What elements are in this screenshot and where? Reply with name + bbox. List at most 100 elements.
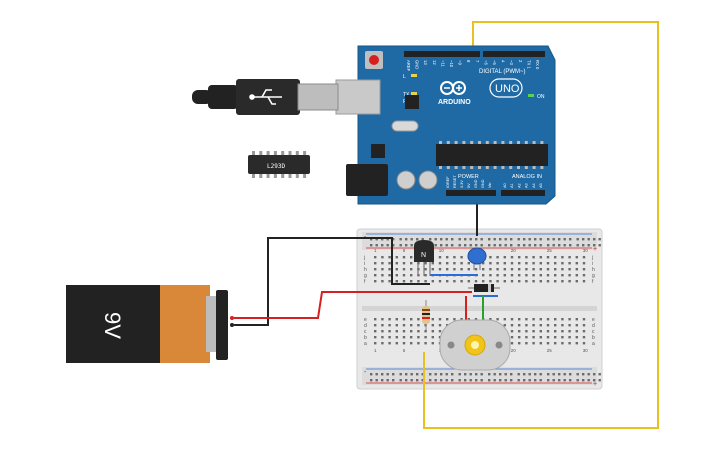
column-label: 25: [547, 348, 553, 353]
column-label: 1: [374, 348, 377, 353]
row-label-right: c: [592, 329, 595, 335]
digital-pin-label: 4: [501, 60, 506, 63]
arduino-logo-icon: [440, 81, 466, 95]
row-label-right: d: [592, 323, 595, 329]
analog-pin-label: A4: [532, 183, 536, 188]
row-label-right: b: [592, 335, 595, 341]
digital-pin-label: ~9: [458, 60, 463, 65]
ceramic-capacitor[interactable]: [467, 247, 487, 270]
svg-text:+: +: [593, 381, 597, 388]
usb-icon: [249, 89, 282, 105]
power-pin-label: GND: [481, 179, 485, 188]
row-label-left: h: [364, 267, 367, 273]
power-pin-label: RESET: [453, 175, 457, 188]
atmega-chip: [436, 144, 548, 166]
row-label-right: g: [592, 273, 595, 279]
row-label-right: h: [592, 267, 595, 273]
digital-pin-label: ~3: [509, 60, 514, 65]
column-label: 30: [583, 348, 589, 353]
capacitor-2: [418, 170, 438, 190]
row-label-left: a: [364, 341, 367, 347]
row-label-left: b: [364, 335, 367, 341]
column-label: 20: [511, 348, 517, 353]
svg-text:-: -: [364, 369, 367, 376]
column-label: 5: [403, 248, 406, 253]
dc-motor[interactable]: [439, 319, 511, 371]
digital-pin-label: ~10: [449, 60, 454, 68]
row-label-left: f: [364, 279, 366, 285]
row-label-left: e: [364, 317, 367, 323]
digital-pin-label: AREF: [406, 60, 411, 72]
digital-pin-label: 2: [518, 60, 523, 63]
l293d-chip[interactable]: L293D: [248, 151, 310, 178]
capacitor-1: [396, 170, 416, 190]
usb-chip: [405, 95, 419, 109]
wire-black-battery[interactable]: [234, 237, 430, 326]
row-label-right: j: [591, 255, 593, 261]
analog-pin-label: A3: [525, 183, 529, 188]
row-label-right: f: [592, 279, 594, 285]
analog-pin-label: A0: [503, 183, 507, 188]
digital-pin-label: ~5: [492, 60, 497, 65]
analog-pin-label: A1: [510, 183, 514, 188]
column-label: 10: [439, 248, 445, 253]
digital-label: DIGITAL (PWM~): [479, 69, 526, 75]
on-label: ON: [537, 94, 545, 100]
row-label-left: i: [364, 261, 365, 267]
digital-pin-label: ~11: [440, 60, 445, 67]
usb-port[interactable]: [335, 79, 381, 115]
battery-label: 9V: [100, 312, 125, 339]
column-label: 25: [547, 248, 553, 253]
led-tx: [411, 92, 417, 95]
power-pin-label: Vin: [488, 183, 492, 188]
digital-pin-label: 7: [475, 60, 480, 63]
digital-pin-label: TX 1: [526, 60, 531, 70]
battery-positive-terminal[interactable]: [230, 316, 234, 320]
row-label-right: i: [592, 261, 593, 267]
row-label-right: a: [592, 341, 595, 347]
ic-label: L293D: [267, 163, 285, 170]
row-label-left: d: [364, 323, 367, 329]
column-label: 5: [403, 348, 406, 353]
column-label: 1: [374, 248, 377, 253]
row-label-left: g: [364, 273, 367, 279]
power-pin-label: GND: [474, 179, 478, 188]
crystal-oscillator: [391, 120, 419, 132]
digital-pin-label: 13: [423, 60, 428, 65]
analog-label: ANALOG IN: [512, 174, 542, 180]
arduino-logo-text: ARDUINO: [438, 99, 471, 106]
digital-pin-label: GND: [415, 60, 420, 69]
power-pin-label: IOREF: [446, 176, 450, 188]
regulator-chip: [371, 144, 385, 158]
resistor[interactable]: [422, 300, 430, 330]
digital-pin-label: RX 0: [535, 60, 540, 70]
uno-model-label: UNO: [495, 83, 520, 95]
npn-transistor[interactable]: N: [414, 240, 434, 276]
digital-pin-label: 8: [466, 60, 471, 63]
diode[interactable]: [468, 284, 500, 292]
wire-yellow[interactable]: [423, 21, 659, 429]
row-label-right: e: [592, 317, 595, 323]
led-on: [528, 94, 534, 97]
power-label: POWER: [458, 174, 479, 180]
column-label: 30: [583, 248, 589, 253]
power-pin-label: 3.3V: [460, 180, 464, 188]
usb-cable[interactable]: [192, 79, 339, 115]
l-led-label: L: [403, 74, 406, 80]
battery-9v[interactable]: 9V: [66, 285, 234, 363]
analog-pin-label: A2: [517, 183, 521, 188]
column-label: 20: [511, 248, 517, 253]
row-label-left: j: [363, 255, 365, 261]
power-pin-label: 5V: [467, 183, 471, 188]
wire-red-battery[interactable]: [234, 291, 472, 319]
digital-pin-label: 12: [432, 60, 437, 65]
digital-pin-label: ~6: [483, 60, 488, 65]
battery-negative-terminal[interactable]: [230, 323, 234, 327]
power-jack[interactable]: [346, 164, 388, 196]
transistor-label: N: [421, 252, 426, 259]
